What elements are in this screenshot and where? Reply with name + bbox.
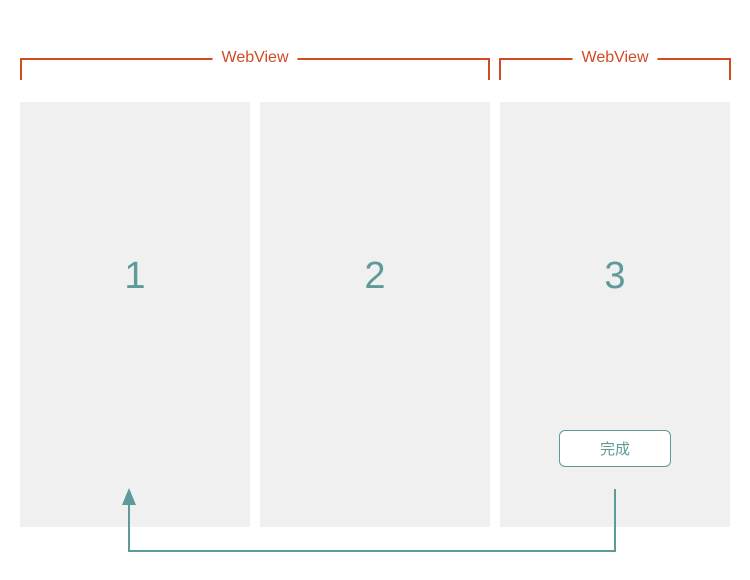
bracket-end-tick-right bbox=[729, 58, 731, 80]
bracket-end-tick-left bbox=[20, 58, 22, 80]
webview-label: WebView bbox=[572, 47, 658, 69]
screen-panel-1[interactable]: 1 bbox=[20, 102, 250, 527]
screen-panel-2[interactable]: 2 bbox=[260, 102, 490, 527]
webview-bracket-left: WebView bbox=[20, 47, 490, 80]
panel-number-label: 2 bbox=[364, 254, 386, 297]
webview-bracket-right: WebView bbox=[499, 47, 731, 80]
panel-number-label: 3 bbox=[604, 254, 626, 297]
bracket-end-tick-left bbox=[499, 58, 501, 80]
done-button[interactable]: 完成 bbox=[559, 430, 671, 467]
panel-number-label: 1 bbox=[124, 254, 146, 297]
bracket-end-tick-right bbox=[488, 58, 490, 80]
webview-label: WebView bbox=[212, 47, 298, 69]
